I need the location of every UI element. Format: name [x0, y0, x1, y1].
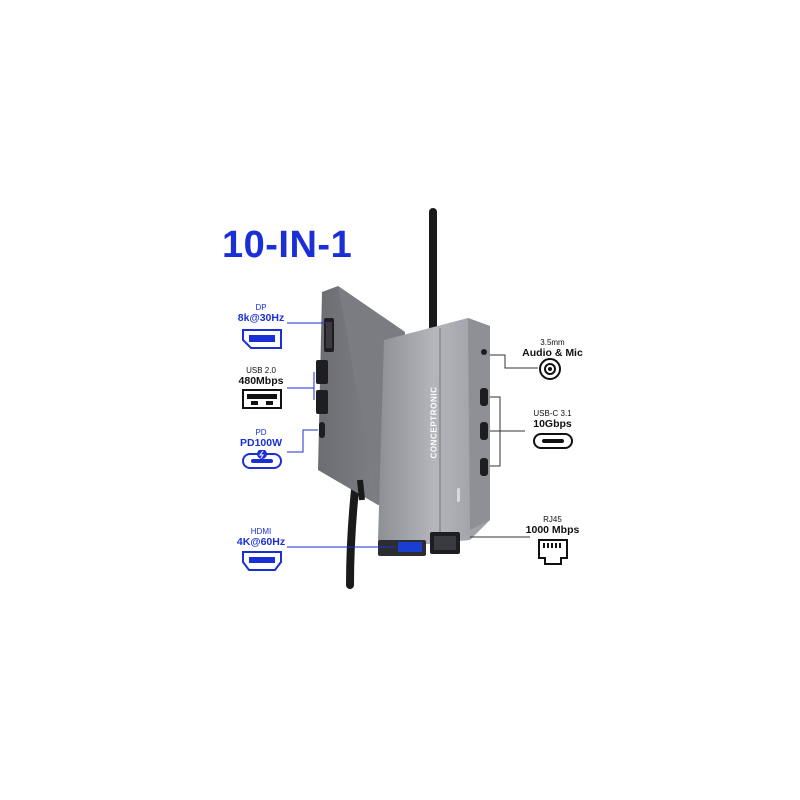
- hdmi-label-big: 4K@60Hz: [236, 536, 286, 549]
- ethernet-icon: [538, 539, 568, 565]
- usb2-label: USB 2.0 480Mbps: [226, 366, 296, 387]
- hdmi-icon: [242, 551, 282, 571]
- dp-label: DP 8k@30Hz: [226, 303, 296, 324]
- usbc-label: USB-C 3.1 10Gbps: [515, 409, 590, 430]
- brand-logo-text: CONCEPTRONIC: [429, 386, 439, 459]
- rj45-label-big: 1000 Mbps: [525, 524, 580, 537]
- dp-label-small: DP: [255, 303, 267, 312]
- rj45-label-small: RJ45: [543, 515, 562, 524]
- hdmi-label-small: HDMI: [250, 527, 272, 536]
- leader-lines-right: [470, 354, 538, 538]
- pd-label-small: PD: [255, 428, 267, 437]
- audio-label: 3.5mm Audio & Mic: [515, 338, 590, 359]
- usb-a-icon: [242, 389, 282, 409]
- usb2-label-small: USB 2.0: [246, 366, 276, 375]
- pd-label: PD PD100W: [226, 428, 296, 449]
- usb2-label-big: 480Mbps: [238, 375, 284, 388]
- product-title: 10-IN-1: [222, 224, 353, 266]
- rj45-label: RJ45 1000 Mbps: [515, 515, 590, 536]
- usb-c-power-icon: [242, 450, 282, 469]
- audio-label-small: 3.5mm: [540, 338, 565, 347]
- usb-c-icon: [533, 433, 573, 449]
- usbc-label-small: USB-C 3.1: [533, 409, 572, 418]
- cable-bottom: [346, 486, 359, 589]
- pd-label-big: PD100W: [239, 437, 282, 450]
- dp-label-big: 8k@30Hz: [237, 312, 285, 325]
- audio-jack-icon: [539, 358, 561, 380]
- usbc-label-big: 10Gbps: [533, 418, 572, 431]
- front-hub-unit: [378, 318, 490, 556]
- displayport-icon: [242, 329, 282, 349]
- leader-lines-left: [287, 322, 395, 548]
- hdmi-label: HDMI 4K@60Hz: [226, 527, 296, 548]
- audio-label-big: Audio & Mic: [522, 347, 583, 360]
